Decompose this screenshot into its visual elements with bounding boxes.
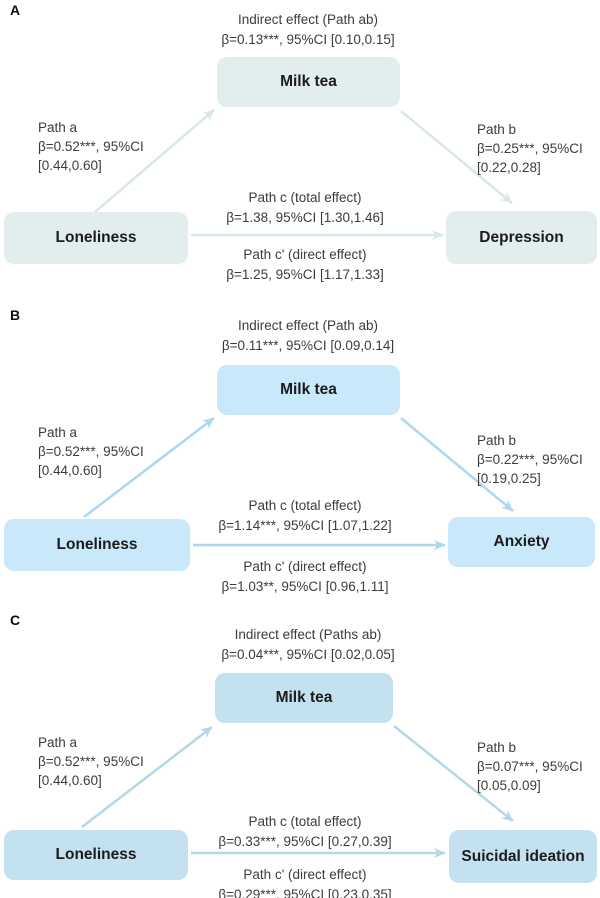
panel-a: A Indirect effect (Path ab) β=0.13***, 9… bbox=[0, 0, 600, 300]
indirect-effect-title: Indirect effect (Path ab) bbox=[237, 318, 379, 333]
path-c-prime-label: Path c' (direct effect) β=1.25, 95%CI [1… bbox=[226, 247, 384, 282]
indirect-effect-title: Indirect effect (Path ab) bbox=[237, 12, 379, 27]
indirect-effect-estimate: β=0.13***, 95%CI [0.10,0.15] bbox=[221, 32, 395, 47]
path-a-label: Path a β=0.52***, 95%CI [0.44,0.60] bbox=[38, 425, 144, 478]
path-a-arrow bbox=[83, 417, 215, 518]
mediator-box: Milk tea bbox=[217, 57, 400, 107]
indirect-effect-estimate: β=0.04***, 95%CI [0.02,0.05] bbox=[221, 647, 395, 662]
path-a-label: Path a β=0.52***, 95%CI [0.44,0.60] bbox=[38, 120, 144, 173]
path-c-label: Path c (total effect) β=1.38, 95%CI [1.3… bbox=[226, 190, 384, 225]
outcome-box: Depression bbox=[446, 211, 597, 264]
panel-letter: C bbox=[10, 612, 21, 628]
path-b-arrow bbox=[400, 110, 513, 204]
path-a-label: Path a β=0.52***, 95%CI [0.44,0.60] bbox=[38, 735, 144, 788]
mediator-box: Milk tea bbox=[215, 673, 393, 723]
path-c-prime-label: Path c' (direct effect) β=0.29***, 95%CI… bbox=[218, 867, 392, 898]
path-b-label: Path b β=0.22***, 95%CI [0.19,0.25] bbox=[477, 433, 583, 486]
path-a-arrow bbox=[94, 109, 215, 213]
path-b-arrow bbox=[393, 725, 514, 822]
path-c-prime-label: Path c' (direct effect) β=1.03**, 95%CI … bbox=[221, 559, 389, 594]
path-b-label: Path b β=0.07***, 95%CI [0.05,0.09] bbox=[477, 740, 583, 793]
indirect-effect-label: Indirect effect (Path ab) β=0.13***, 95%… bbox=[108, 10, 508, 50]
predictor-box: Loneliness bbox=[4, 212, 188, 264]
panel-letter: B bbox=[10, 307, 21, 323]
outcome-box: Anxiety bbox=[448, 517, 595, 567]
path-b-arrow bbox=[400, 417, 514, 512]
path-b-label: Path b β=0.25***, 95%CI [0.22,0.28] bbox=[477, 122, 583, 175]
indirect-effect-label: Indirect effect (Path ab) β=0.11***, 95%… bbox=[108, 316, 508, 356]
panel-a-arrows bbox=[94, 109, 513, 241]
path-c-label: Path c (total effect) β=0.33***, 95%CI [… bbox=[218, 814, 392, 849]
path-a-arrow bbox=[81, 726, 213, 828]
panel-c: C Indirect effect (Paths ab) β=0.04***, … bbox=[0, 608, 600, 898]
indirect-effect-label: Indirect effect (Paths ab) β=0.04***, 95… bbox=[108, 625, 508, 665]
indirect-effect-estimate: β=0.11***, 95%CI [0.09,0.14] bbox=[221, 338, 395, 353]
panel-letter: A bbox=[10, 2, 21, 18]
panel-b: B Indirect effect (Path ab) β=0.11***, 9… bbox=[0, 303, 600, 608]
outcome-box: Suicidal ideation bbox=[449, 830, 597, 883]
panel-b-arrows bbox=[83, 417, 514, 551]
path-c-label: Path c (total effect) β=1.14***, 95%CI [… bbox=[218, 498, 392, 533]
panel-c-arrows bbox=[81, 725, 514, 859]
predictor-box: Loneliness bbox=[4, 830, 188, 880]
indirect-effect-title: Indirect effect (Paths ab) bbox=[234, 627, 382, 642]
predictor-box: Loneliness bbox=[4, 519, 190, 571]
mediator-box: Milk tea bbox=[217, 365, 400, 415]
